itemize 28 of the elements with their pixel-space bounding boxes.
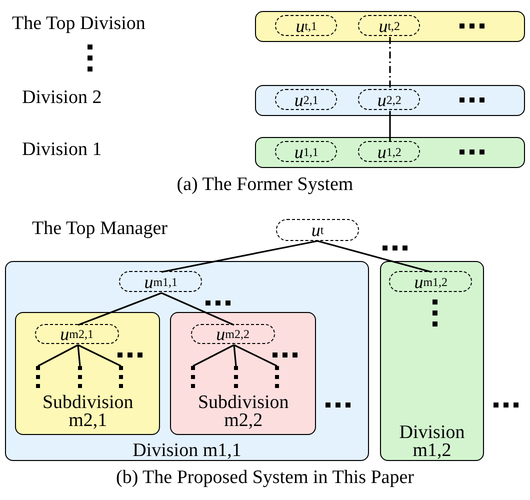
connector-line (192, 344, 234, 367)
panel-title: Division m1,2 (398, 424, 466, 460)
connector-line (161, 240, 318, 273)
division-panel (5, 261, 369, 461)
division-panel (380, 261, 484, 461)
division-panel (15, 312, 160, 436)
caption: (a) The Former System (176, 174, 354, 197)
connector-line (234, 344, 278, 367)
division-band (255, 85, 525, 116)
connector-line (38, 344, 78, 367)
connector-line (161, 292, 234, 326)
division-band (255, 11, 525, 42)
connector-line (78, 344, 122, 367)
connector-line (389, 111, 391, 142)
connector-line (233, 344, 237, 366)
level-label: Division 1 (22, 139, 102, 162)
panel-title: Subdivision m2,2 (196, 394, 290, 430)
panel-title: Division m1,1 (132, 442, 242, 460)
caption: (b) The Proposed System in This Paper (116, 467, 414, 490)
division-band (255, 137, 525, 168)
connector-line (77, 344, 81, 366)
panel-title: Subdivision m2,1 (41, 394, 134, 430)
connector-line (389, 37, 391, 90)
level-label: Division 2 (22, 87, 102, 110)
division-panel (170, 312, 316, 436)
level-label: The Top Division (12, 13, 146, 36)
connector-line (78, 292, 162, 326)
level-label: The Top Manager (32, 218, 168, 241)
